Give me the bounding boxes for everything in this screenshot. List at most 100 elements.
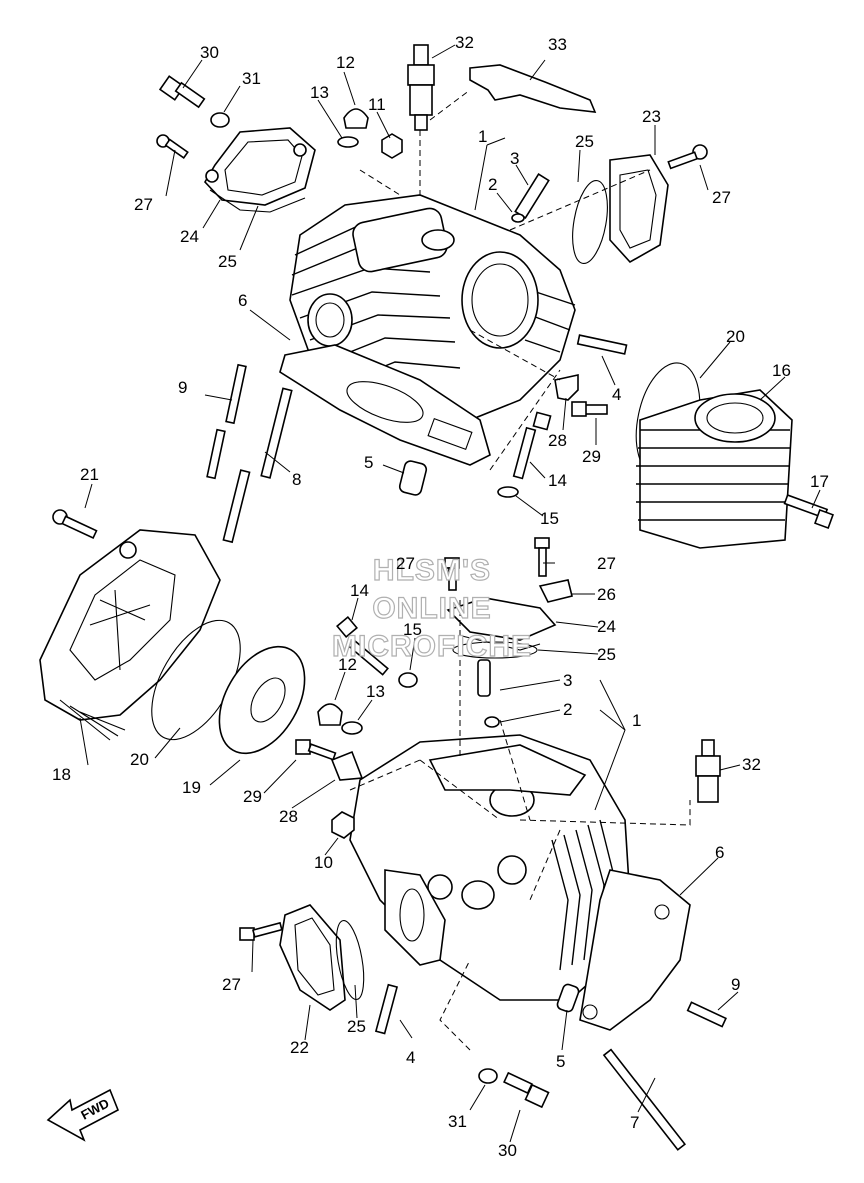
washer-31-bottom [478,1068,498,1084]
callout-12-bottom: 12 [338,655,357,674]
dowel-5-top [398,460,428,496]
bolt-30-top [158,75,206,109]
callout-1-top: 1 [478,127,487,146]
bolt-30-bottom [503,1071,550,1109]
bolt-29-top [571,401,608,417]
callout-25-bottom-left: 25 [347,1017,366,1036]
callout-29-top: 29 [582,447,601,466]
bracket-33 [469,64,597,113]
callout-labels: 30 31 12 13 11 32 33 1 3 2 25 23 27 24 2… [52,33,829,1160]
callout-20-top: 20 [726,327,745,346]
callout-27-top-left: 27 [134,195,153,214]
callout-13-bottom: 13 [366,682,385,701]
leader-lines [79,44,821,1143]
bolt-27-bottom-upper-right [534,537,550,577]
bolt-17 [783,494,834,529]
callout-8: 8 [292,470,301,489]
callout-1-bottom: 1 [632,711,641,730]
callout-3-bottom: 3 [563,671,572,690]
callout-4-top: 4 [612,385,621,404]
valve-guide-3-bottom [477,659,491,697]
callout-9-top: 9 [178,378,187,397]
callout-2-top: 2 [488,175,497,194]
callout-5-bottom: 5 [556,1052,565,1071]
callout-15-top: 15 [540,509,559,528]
callout-7: 7 [630,1113,639,1132]
rear-cylinder-head [279,194,576,466]
bolt-14-top [512,411,552,480]
washer-13-bottom [341,721,363,735]
callout-31-bottom: 31 [448,1112,467,1131]
callout-13-top: 13 [310,83,329,102]
callout-11-top: 11 [368,95,386,114]
clip-2-bottom [484,716,500,728]
cover-24-bottom [446,597,557,651]
spark-plug-32-top [407,44,435,131]
cylinder-16 [636,389,793,549]
callout-12-top: 12 [336,53,355,72]
bolt-27-top-left [156,134,189,160]
gasket-25-right [572,179,608,265]
nut-12-bottom [317,703,343,726]
callout-25-top-right: 25 [575,132,594,151]
stud-9-bottom [686,1001,727,1028]
cover-22 [279,904,346,1011]
washer-15-bottom [398,672,418,688]
nut-10 [331,811,355,839]
callout-27-bottom-left: 27 [222,975,241,994]
bracket-28-top [554,374,579,401]
spark-plug-32-bottom [695,739,721,803]
callout-22: 22 [290,1038,309,1057]
watermark-line-3: MICROFICHE [332,630,532,663]
callout-26: 26 [597,585,616,604]
nut-11-top [381,133,403,159]
callout-20-bottom: 20 [130,750,149,769]
watermark-line-1: HLSM'S [373,554,491,587]
callout-32-bottom: 32 [742,755,761,774]
callout-10: 10 [314,853,333,872]
callout-9-bottom: 9 [731,975,740,994]
callout-16: 16 [772,361,791,380]
watermark-line-2: ONLINE [372,592,491,625]
callout-19: 19 [182,778,201,797]
callout-23: 23 [642,107,661,126]
rear-head-cover [204,127,316,213]
callout-29-bottom: 29 [243,787,262,806]
callout-18: 18 [52,765,71,784]
callout-14-bottom: 14 [350,581,369,600]
valve-guide-3-top [511,173,550,223]
bracket-28-bottom [330,750,364,781]
callout-27-bottom-upper-left: 27 [396,554,415,573]
callout-5-top: 5 [364,453,373,472]
callout-25-top-left: 25 [218,252,237,271]
callout-24-top: 24 [180,227,199,246]
cover-18 [39,529,221,741]
callout-2-bottom: 2 [563,700,572,719]
fwd-arrow: FWD [46,1088,120,1142]
stud-4-bottom [374,983,399,1035]
callout-28-bottom: 28 [279,807,298,826]
stud-9-top [206,363,247,480]
gasket-25-bottom [452,641,538,659]
callout-28-top: 28 [548,431,567,450]
callout-24-bottom: 24 [597,617,616,636]
callout-32-top: 32 [455,33,474,52]
callout-27-top-right: 27 [712,188,731,207]
callout-4-bottom: 4 [406,1048,415,1067]
callout-33: 33 [548,35,567,54]
callout-15-bottom: 15 [403,620,422,639]
stud-4-top [576,334,628,355]
callout-30-bottom: 30 [498,1141,517,1160]
callout-14-top: 14 [548,471,567,490]
bolt-29-bottom [295,739,337,761]
callout-6-top: 6 [238,291,247,310]
washer-15-top [497,486,519,498]
callout-3-top: 3 [510,149,519,168]
acorn-nut-12-top [343,108,369,129]
callout-31-top: 31 [242,69,261,88]
exhaust-flange [384,869,446,966]
callout-25-bottom: 25 [597,645,616,664]
dowel-5-bottom [556,983,580,1013]
bolt-27-top-right [667,144,708,170]
